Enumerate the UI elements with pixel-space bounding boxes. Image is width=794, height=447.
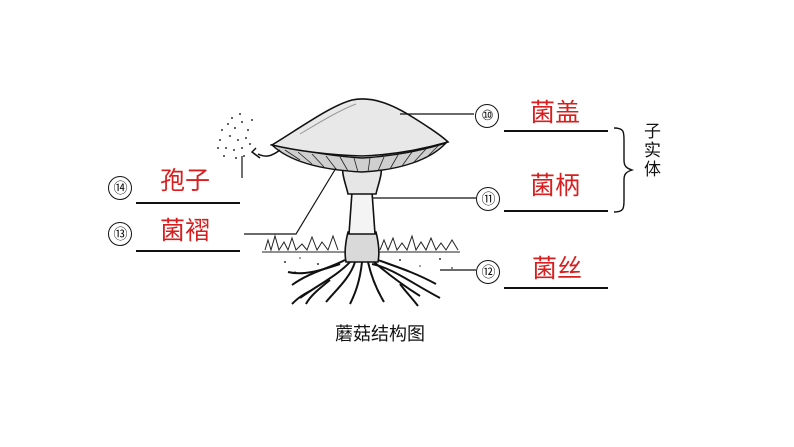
answer-mycelium: 菌丝 [532, 254, 583, 283]
blank-line-mycelium [504, 287, 608, 289]
blank-line-gills [136, 250, 240, 252]
label-number-14: ⑭ [108, 176, 132, 200]
spores [217, 113, 253, 159]
diagram-caption: 蘑菇结构图 [335, 324, 425, 345]
cap [269, 98, 450, 157]
blank-line-stalk [504, 210, 608, 212]
gill-lines [284, 145, 439, 173]
brace [613, 127, 635, 213]
label-number-12: ⑫ [476, 260, 500, 284]
label-number-11: ⑪ [476, 187, 500, 211]
mycelium [287, 259, 441, 307]
leader-lines [241, 113, 476, 271]
answer-gills: 菌褶 [160, 216, 211, 245]
soil [284, 257, 453, 273]
answer-stalk: 菌柄 [530, 171, 581, 200]
stalk [348, 191, 376, 235]
label-number-13: ⑬ [108, 222, 132, 246]
answer-spores: 孢子 [160, 166, 211, 195]
blank-line-spores [136, 202, 240, 204]
label-number-10: ⑩ [475, 104, 499, 128]
blank-line-cap [504, 130, 608, 132]
stalk-base [344, 231, 380, 263]
spore-arrow [257, 149, 281, 157]
answer-cap: 菌盖 [530, 98, 581, 127]
fruiting-body-label: 子实体 [640, 122, 660, 179]
